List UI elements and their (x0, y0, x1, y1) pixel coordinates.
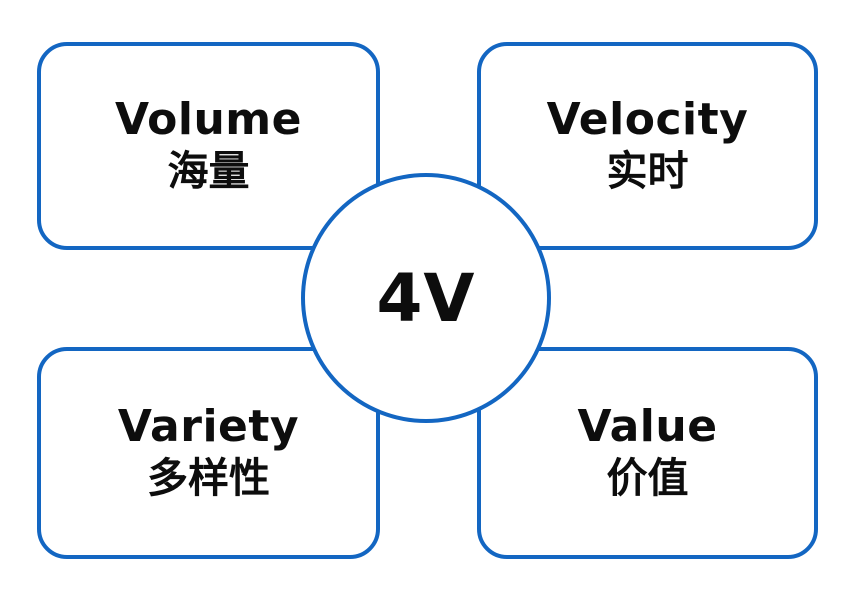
box-volume: Volume 海量 (37, 42, 380, 250)
box-volume-label-zh: 海量 (167, 146, 250, 195)
box-variety: Variety 多样性 (37, 347, 380, 559)
center-label: 4V (376, 259, 476, 337)
box-velocity-label-zh: 实时 (606, 146, 689, 195)
box-value-label-en: Value (577, 401, 718, 453)
box-volume-label-en: Volume (115, 94, 302, 146)
center-circle: 4V (301, 173, 551, 423)
box-value-label-zh: 价值 (606, 453, 689, 502)
box-value: Value 价值 (477, 347, 818, 559)
box-variety-label-zh: 多样性 (147, 453, 270, 502)
box-velocity: Velocity 实时 (477, 42, 818, 250)
box-velocity-label-en: Velocity (546, 94, 749, 146)
box-variety-label-en: Variety (117, 401, 300, 453)
